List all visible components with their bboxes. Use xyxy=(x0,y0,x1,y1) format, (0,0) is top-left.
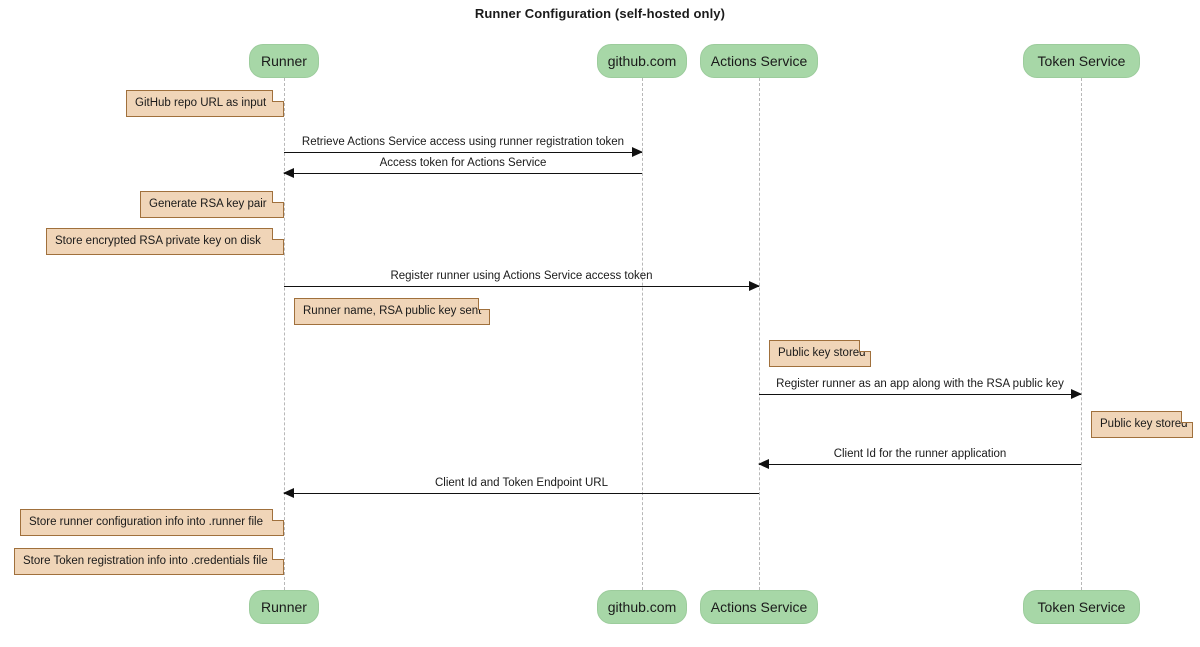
arrow-head-icon xyxy=(283,168,294,178)
note-text: Store runner configuration info into .ru… xyxy=(29,516,263,528)
participant-label: Token Service xyxy=(1037,53,1126,69)
note-fold-corner-icon xyxy=(272,191,284,203)
message-label: Client Id for the runner application xyxy=(833,448,1007,460)
note-store-token-registration[interactable]: Store Token registration info into .cred… xyxy=(14,548,284,575)
participant-label: Token Service xyxy=(1037,599,1126,615)
message-label: Retrieve Actions Service access using ru… xyxy=(301,136,625,148)
participant-runner-top[interactable]: Runner xyxy=(249,44,319,78)
note-text: Runner name, RSA public key sent xyxy=(303,305,482,317)
note-fold-corner-icon xyxy=(1181,411,1193,423)
arrow-head-icon xyxy=(758,459,769,469)
lifeline-actions xyxy=(759,78,760,590)
message-label: Register runner as an app along with the… xyxy=(776,378,1064,390)
lifeline-runner xyxy=(284,78,285,590)
note-generate-rsa[interactable]: Generate RSA key pair xyxy=(140,191,284,218)
message-line xyxy=(284,173,642,174)
participant-token-top[interactable]: Token Service xyxy=(1023,44,1140,78)
message-line xyxy=(284,286,759,287)
message-label: Client Id and Token Endpoint URL xyxy=(434,477,609,489)
participant-label: Actions Service xyxy=(710,53,808,69)
arrow-head-icon xyxy=(1071,389,1082,399)
note-text: Public key stored xyxy=(1100,418,1188,430)
participant-actions-top[interactable]: Actions Service xyxy=(700,44,818,78)
message-line xyxy=(759,464,1081,465)
message-line xyxy=(284,493,759,494)
note-store-runner-config[interactable]: Store runner configuration info into .ru… xyxy=(20,509,284,536)
note-public-key-stored-actions[interactable]: Public key stored xyxy=(769,340,871,367)
note-store-private-key[interactable]: Store encrypted RSA private key on disk xyxy=(46,228,284,255)
participant-token-bottom[interactable]: Token Service xyxy=(1023,590,1140,624)
note-github-repo-url[interactable]: GitHub repo URL as input xyxy=(126,90,284,117)
note-text: GitHub repo URL as input xyxy=(135,97,267,109)
participant-actions-bottom[interactable]: Actions Service xyxy=(700,590,818,624)
message-label: Register runner using Actions Service ac… xyxy=(390,270,653,282)
lifeline-token xyxy=(1081,78,1082,590)
participant-label: github.com xyxy=(607,599,677,615)
note-text: Public key stored xyxy=(778,347,866,359)
arrow-head-icon xyxy=(632,147,643,157)
note-fold-corner-icon xyxy=(272,228,284,240)
message-line xyxy=(284,152,642,153)
participant-github-top[interactable]: github.com xyxy=(597,44,687,78)
note-fold-corner-icon xyxy=(272,90,284,102)
participant-github-bottom[interactable]: github.com xyxy=(597,590,687,624)
participant-label: Runner xyxy=(261,599,307,615)
participant-label: Actions Service xyxy=(710,599,808,615)
page-title: Runner Configuration (self-hosted only) xyxy=(474,6,726,21)
note-fold-corner-icon xyxy=(859,340,871,352)
participant-label: github.com xyxy=(607,53,677,69)
note-text: Store Token registration info into .cred… xyxy=(23,555,268,567)
note-runner-name-key[interactable]: Runner name, RSA public key sent xyxy=(294,298,490,325)
note-text: Store encrypted RSA private key on disk xyxy=(55,235,261,247)
note-fold-corner-icon xyxy=(272,548,284,560)
arrow-head-icon xyxy=(283,488,294,498)
arrow-head-icon xyxy=(749,281,760,291)
lifeline-github xyxy=(642,78,643,590)
participant-label: Runner xyxy=(261,53,307,69)
message-line xyxy=(759,394,1081,395)
note-fold-corner-icon xyxy=(478,298,490,310)
note-text: Generate RSA key pair xyxy=(149,198,267,210)
participant-runner-bottom[interactable]: Runner xyxy=(249,590,319,624)
message-label: Access token for Actions Service xyxy=(379,157,547,169)
note-public-key-stored-token[interactable]: Public key stored xyxy=(1091,411,1193,438)
note-fold-corner-icon xyxy=(272,509,284,521)
